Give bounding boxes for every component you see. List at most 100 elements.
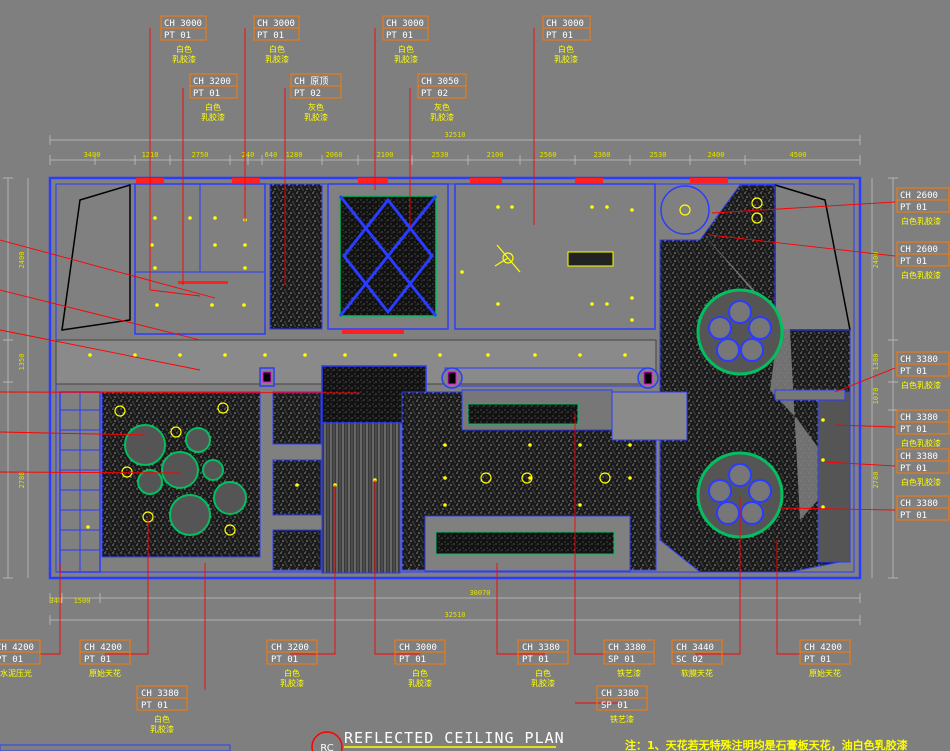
tag-desc: 白色 bbox=[398, 44, 414, 54]
tag-sub: 乳胶漆 bbox=[280, 678, 304, 688]
tag-sub: 乳胶漆 bbox=[531, 678, 555, 688]
tag-desc: 白色 bbox=[284, 668, 300, 678]
tag-r1: CH 2600 PT 01 白色乳胶漆 bbox=[896, 187, 950, 226]
tag-b9: CH 3440 SC 02 软膜天花 bbox=[671, 639, 723, 678]
dim-top-total: 32510 bbox=[444, 131, 465, 139]
tag-t3: CH 3000 PT 01 白色 乳胶漆 bbox=[382, 15, 429, 64]
tag-ch: CH 3440 bbox=[676, 643, 714, 653]
tag-pt: PT 01 bbox=[257, 31, 284, 41]
tag-pt: PT 01 bbox=[84, 655, 111, 665]
dim-left-seg: 1350 bbox=[18, 354, 26, 371]
bottom-mid-speckle-a bbox=[272, 391, 322, 445]
tag-desc: 铁艺漆 bbox=[617, 668, 641, 678]
tag-pt: PT 01 bbox=[900, 203, 927, 213]
tag-ch: CH 3000 bbox=[546, 19, 584, 29]
tag-ch: CH 3380 bbox=[900, 355, 938, 365]
tag-pt: SP 01 bbox=[601, 701, 628, 711]
tag-pt: PT 01 bbox=[0, 655, 23, 665]
dim-top-seg: 640 bbox=[265, 151, 278, 159]
tag-desc: 铁艺漆 bbox=[610, 714, 634, 724]
tag-desc: 白色 bbox=[176, 44, 192, 54]
dim-left-seg: 2780 bbox=[18, 472, 26, 489]
tag-pt: PT 02 bbox=[421, 89, 448, 99]
tag-desc: 白色乳胶漆 bbox=[901, 216, 941, 226]
tag-pt: PT 02 bbox=[294, 89, 321, 99]
tag-desc: 白色乳胶漆 bbox=[901, 438, 941, 448]
plan-title: REFLECTED CEILING PLAN bbox=[344, 729, 565, 747]
tag-ch: CH 4200 bbox=[0, 643, 34, 653]
tag-t5: CH 3200 PT 01 白色 乳胶漆 bbox=[189, 73, 238, 122]
tag-sub: 乳胶漆 bbox=[554, 54, 578, 64]
tag-sub: 乳胶漆 bbox=[304, 112, 328, 122]
tag-ch: CH 3380 bbox=[900, 499, 938, 509]
dim-top-seg: 2100 bbox=[377, 151, 394, 159]
tag-desc: 白色 bbox=[412, 668, 428, 678]
tag-ch: CH 3380 bbox=[900, 452, 938, 462]
tag-pt: PT 01 bbox=[900, 257, 927, 267]
tag-b3: CH 3380 PT 01 白色 乳胶漆 bbox=[136, 685, 188, 734]
tag-sub: 乳胶漆 bbox=[394, 54, 418, 64]
tag-desc: 原始天花 bbox=[89, 668, 121, 678]
tag-b4: CH 3200 PT 01 白色 乳胶漆 bbox=[266, 639, 318, 688]
tag-desc: 白色 bbox=[269, 44, 285, 54]
tag-r2: CH 2600 PT 01 白色乳胶漆 bbox=[896, 241, 950, 280]
tag-sub: 乳胶漆 bbox=[172, 54, 196, 64]
tag-ch: CH 3380 bbox=[601, 689, 639, 699]
tag-ch: CH 3380 bbox=[900, 413, 938, 423]
room-x-frame bbox=[327, 183, 449, 330]
tag-desc: 原始天花 bbox=[809, 668, 841, 678]
dim-top-seg: 1280 bbox=[286, 151, 303, 159]
tag-ch: CH 2600 bbox=[900, 191, 938, 201]
tag-pt: PT 01 bbox=[804, 655, 831, 665]
tag-desc: 白色 bbox=[205, 102, 221, 112]
floor-plan bbox=[48, 176, 862, 580]
right-white-band bbox=[700, 230, 820, 520]
tag-b5: CH 3000 PT 01 白色 乳胶漆 bbox=[394, 639, 446, 688]
tag-desc: 白色乳胶漆 bbox=[901, 270, 941, 280]
tag-b10: CH 4200 PT 01 原始天花 bbox=[799, 639, 851, 678]
tag-pt: PT 01 bbox=[546, 31, 573, 41]
tag-b2: CH 4200 PT 01 原始天花 bbox=[79, 639, 131, 678]
tag-pt: PT 01 bbox=[193, 89, 220, 99]
tag-sub: 乳胶漆 bbox=[430, 112, 454, 122]
tag-ch: CH 3050 bbox=[421, 77, 459, 87]
dim-top-seg: 2530 bbox=[650, 151, 667, 159]
dim-left-seg: 2400 bbox=[18, 252, 26, 269]
tag-ch: CH 3000 bbox=[164, 19, 202, 29]
tag-ch: CH 3380 bbox=[608, 643, 646, 653]
tag-pt: PT 01 bbox=[900, 367, 927, 377]
title-badge bbox=[311, 731, 343, 751]
tag-pt: PT 01 bbox=[900, 464, 927, 474]
tag-t6: CH 原顶 PT 02 灰色 乳胶漆 bbox=[290, 73, 342, 122]
bottom-mid-speckle-b bbox=[272, 459, 322, 516]
tag-pt: PT 01 bbox=[900, 425, 927, 435]
tag-sub: 乳胶漆 bbox=[408, 678, 432, 688]
tag-pt: PT 01 bbox=[900, 511, 927, 521]
title-badge-text: RC bbox=[320, 743, 333, 751]
tag-desc: 灰色 bbox=[308, 102, 324, 112]
tag-ch: CH 3000 bbox=[399, 643, 437, 653]
tag-sub: 乳胶漆 bbox=[201, 112, 225, 122]
tag-ch: CH 4200 bbox=[804, 643, 842, 653]
round-fixture-top bbox=[660, 185, 710, 235]
grey-strip bbox=[269, 183, 323, 330]
yellow-rings bbox=[114, 197, 763, 536]
dimension-lines bbox=[7, 139, 894, 621]
tag-t4: CH 3000 PT 01 白色 乳胶漆 bbox=[542, 15, 591, 64]
tag-ch: CH 原顶 bbox=[294, 76, 328, 87]
dim-top-seg: 2560 bbox=[540, 151, 557, 159]
tag-t1: CH 3000 PT 01 白色 乳胶漆 bbox=[160, 15, 207, 64]
tag-pt: PT 01 bbox=[399, 655, 426, 665]
dim-top-seg: 3400 bbox=[84, 151, 101, 159]
tag-sub: 乳胶漆 bbox=[265, 54, 289, 64]
tag-desc: 白色 bbox=[558, 44, 574, 54]
tag-desc: 白色 bbox=[154, 714, 170, 724]
light-panel bbox=[567, 251, 614, 267]
tag-pt: PT 01 bbox=[141, 701, 168, 711]
tag-t7: CH 3050 PT 02 灰色 乳胶漆 bbox=[417, 73, 467, 122]
tag-sub: 乳胶漆 bbox=[150, 724, 174, 734]
tag-ch: CH 3000 bbox=[257, 19, 295, 29]
tag-ch: CH 3200 bbox=[193, 77, 231, 87]
tag-desc: 白色 bbox=[535, 668, 551, 678]
dim-top-seg: 2400 bbox=[708, 151, 725, 159]
